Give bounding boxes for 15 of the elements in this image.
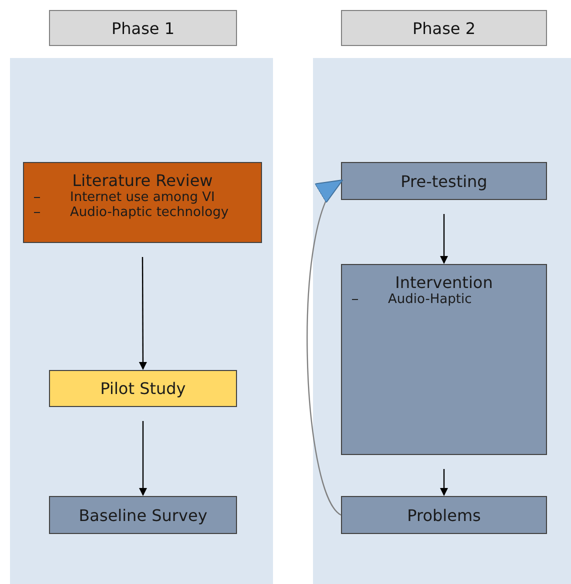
phase-header: Phase 2 xyxy=(341,10,547,46)
arrow xyxy=(440,214,448,264)
process-box: Intervention Audio-Haptic xyxy=(341,264,547,455)
process-box: Pre-testing xyxy=(341,162,547,200)
arrow xyxy=(139,421,147,496)
process-box: Pilot Study xyxy=(49,370,237,407)
phase-panel xyxy=(313,58,571,584)
curved-arrow xyxy=(306,179,343,516)
process-box: Literature Review Internet use among VI Audio-haptic technology xyxy=(23,162,262,243)
arrow xyxy=(440,469,448,496)
process-box: Problems xyxy=(341,496,547,534)
process-box: Baseline Survey xyxy=(49,496,237,534)
phase-panel xyxy=(10,58,273,584)
phase-header: Phase 1 xyxy=(49,10,237,46)
arrow xyxy=(138,257,147,370)
